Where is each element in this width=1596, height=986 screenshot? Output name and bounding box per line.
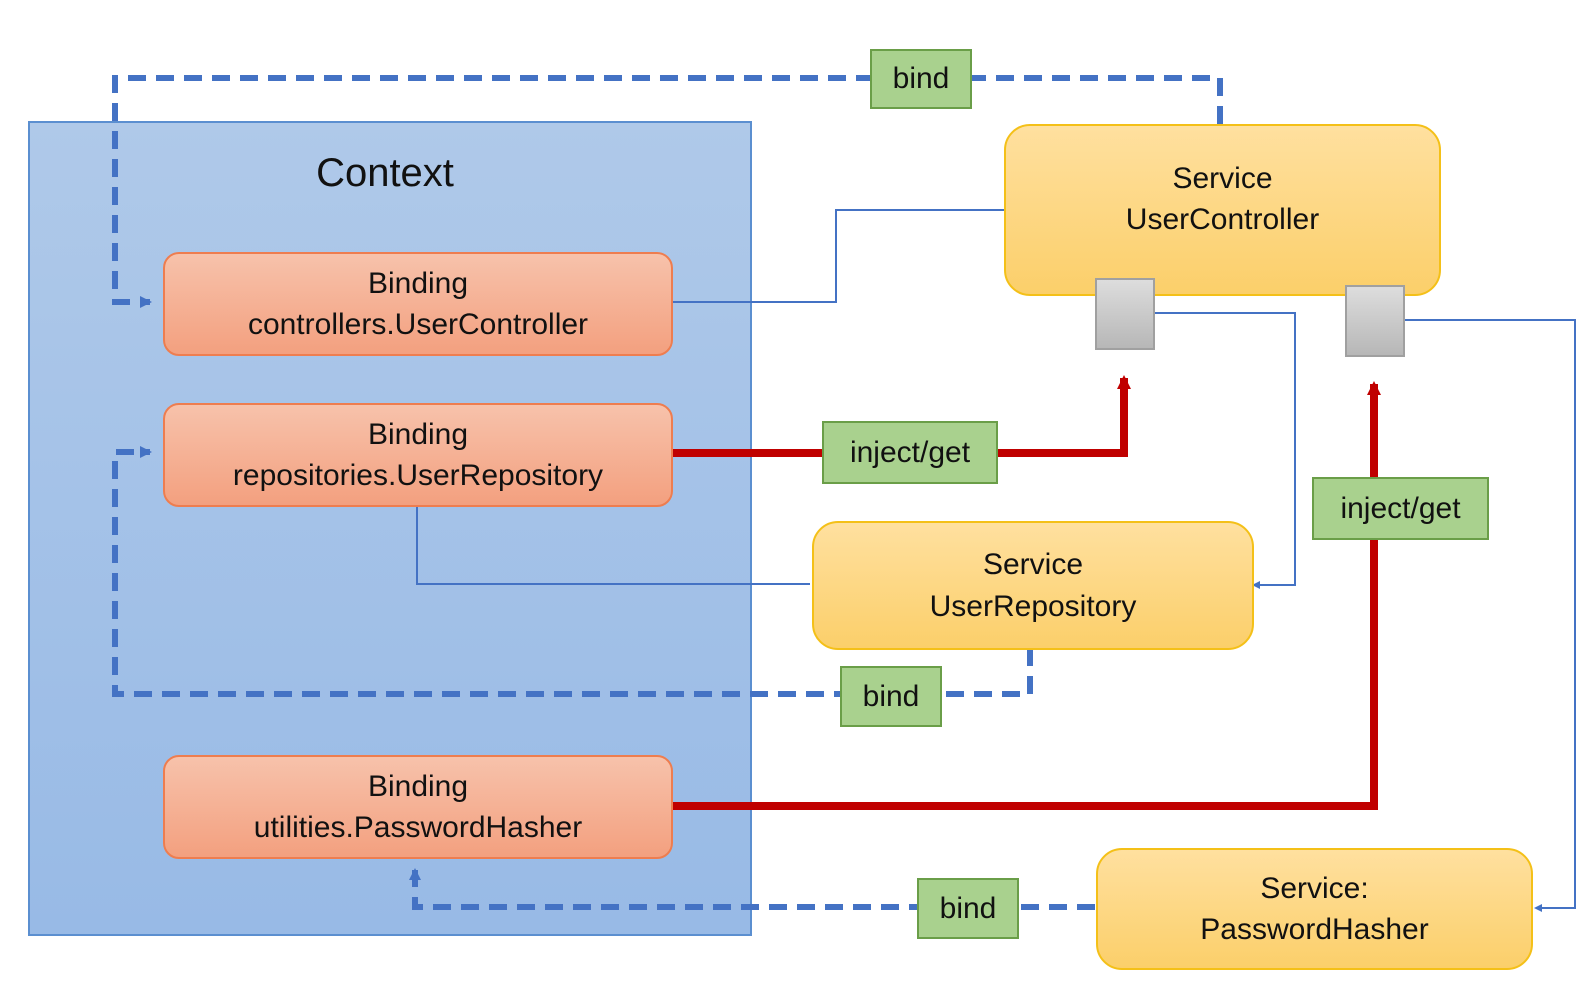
service-usercontroller-name: UserController [1125,203,1320,236]
binding-usercontroller-name: controllers.UserController [247,308,589,341]
bind-label-middle: bind [840,666,942,727]
bind-arrow-passwordhasher [409,868,1095,910]
service-userrepository-kind: Service [982,548,1084,582]
bind-arrow-userrepository [112,446,1033,697]
binding-usercontroller-kind: Binding [367,266,469,300]
injection-port-hasher [1345,285,1405,357]
service-usercontroller: Service UserController [1004,124,1441,296]
binding-passwordhasher: Binding utilities.PasswordHasher [163,755,673,859]
link-port-hasher-to-passwordhasher [1404,319,1576,912]
binding-userrepository-name: repositories.UserRepository [232,459,604,492]
service-userrepository: Service UserRepository [812,521,1254,650]
service-userrepository-name: UserRepository [929,589,1137,623]
service-passwordhasher-kind: Service: [1260,871,1369,905]
link-port-usercontroller-to-repository [1155,312,1296,589]
bind-label-top: bind [870,49,972,109]
binding-usercontroller: Binding controllers.UserController [163,252,673,356]
binding-userrepository: Binding repositories.UserRepository [163,403,673,507]
inject-label-repository: inject/get [822,421,998,484]
injection-port-repository [1095,278,1155,350]
service-usercontroller-kind: Service [1172,161,1273,195]
bind-arrow-usercontroller [112,75,1223,308]
link-usercontroller [672,209,1004,303]
service-passwordhasher-name: PasswordHasher [1200,913,1429,946]
link-userrepository [416,507,810,585]
binding-passwordhasher-kind: Binding [367,769,469,803]
binding-userrepository-kind: Binding [367,417,469,451]
bind-label-bottom: bind [917,878,1019,939]
context-title: Context [316,151,454,195]
binding-passwordhasher-name: utilities.PasswordHasher [253,811,583,844]
service-passwordhasher: Service: PasswordHasher [1096,848,1533,970]
inject-label-hasher: inject/get [1312,477,1489,540]
